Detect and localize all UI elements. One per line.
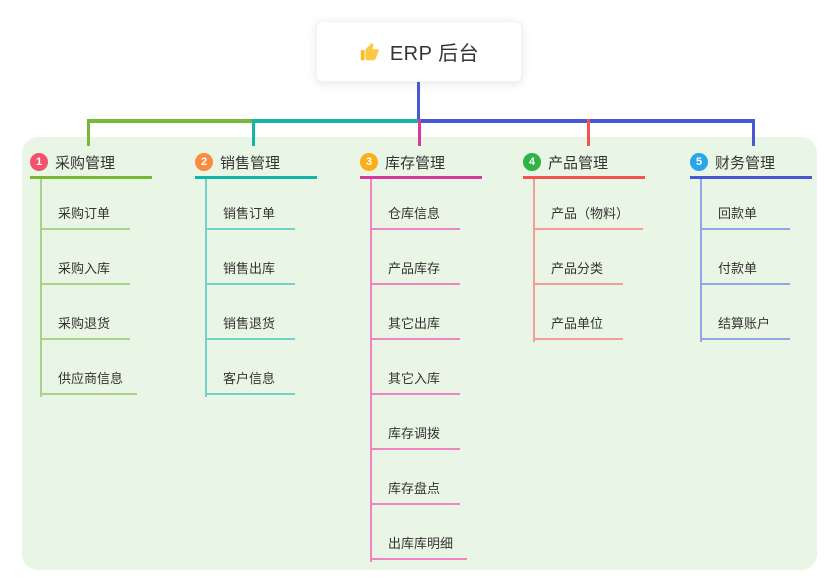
thumbs-up-icon	[359, 41, 381, 63]
child-node[interactable]: 其它出库	[370, 302, 460, 340]
child-node[interactable]: 结算账户	[700, 302, 790, 340]
branch-label: 销售管理	[220, 154, 281, 172]
child-node[interactable]: 产品（物料）	[533, 192, 644, 230]
branch-drop-line	[418, 119, 421, 146]
child-node[interactable]: 付款单	[700, 247, 790, 285]
child-node[interactable]: 产品库存	[370, 247, 460, 285]
child-node[interactable]: 采购入库	[40, 247, 130, 285]
branch-number-badge: 5	[690, 153, 708, 171]
branch-header[interactable]: 2 销售管理	[195, 151, 280, 173]
branch-trunk-line	[700, 179, 702, 342]
child-node[interactable]: 回款单	[700, 192, 790, 230]
root-node[interactable]: ERP 后台	[316, 21, 522, 82]
branch-trunk-line	[370, 179, 372, 562]
child-node[interactable]: 库存调拨	[370, 412, 460, 450]
child-node[interactable]: 客户信息	[205, 357, 295, 395]
branch-label: 采购管理	[55, 154, 116, 172]
branch-trunk-line	[40, 179, 42, 397]
branch-header[interactable]: 5 财务管理	[690, 151, 775, 173]
branch-header[interactable]: 1 采购管理	[30, 151, 115, 173]
branch-label: 库存管理	[385, 154, 446, 172]
branch-underline	[195, 176, 317, 179]
child-node[interactable]: 产品分类	[533, 247, 623, 285]
connector-bar-segment	[418, 119, 755, 123]
branch-drop-line	[752, 119, 755, 146]
branch-underline	[523, 176, 645, 179]
connector-bar-segment	[87, 119, 255, 123]
child-node[interactable]: 采购订单	[40, 192, 130, 230]
child-node[interactable]: 销售退货	[205, 302, 295, 340]
branch-underline	[30, 176, 152, 179]
root-title: ERP 后台	[389, 43, 480, 65]
connector-bar-segment	[252, 119, 421, 123]
branches-panel	[22, 137, 817, 570]
child-node[interactable]: 销售出库	[205, 247, 295, 285]
branch-number-badge: 2	[195, 153, 213, 171]
child-node[interactable]: 库存盘点	[370, 467, 460, 505]
branch-number-badge: 1	[30, 153, 48, 171]
child-node[interactable]: 供应商信息	[40, 357, 138, 395]
branch-drop-line	[252, 119, 255, 146]
child-node[interactable]: 出库库明细	[370, 522, 468, 560]
child-node[interactable]: 其它入库	[370, 357, 460, 395]
branch-number-badge: 4	[523, 153, 541, 171]
branch-header[interactable]: 3 库存管理	[360, 151, 445, 173]
branch-label: 产品管理	[548, 154, 609, 172]
child-node[interactable]: 产品单位	[533, 302, 623, 340]
branch-number-badge: 3	[360, 153, 378, 171]
child-node[interactable]: 采购退货	[40, 302, 130, 340]
child-node[interactable]: 仓库信息	[370, 192, 460, 230]
branch-trunk-line	[205, 179, 207, 397]
branch-trunk-line	[533, 179, 535, 342]
branch-underline	[690, 176, 812, 179]
branch-drop-line	[87, 119, 90, 146]
branch-underline	[360, 176, 482, 179]
branch-label: 财务管理	[715, 154, 776, 172]
branch-header[interactable]: 4 产品管理	[523, 151, 608, 173]
child-node[interactable]: 销售订单	[205, 192, 295, 230]
root-connector-line	[417, 82, 420, 123]
branch-drop-line	[587, 119, 590, 146]
